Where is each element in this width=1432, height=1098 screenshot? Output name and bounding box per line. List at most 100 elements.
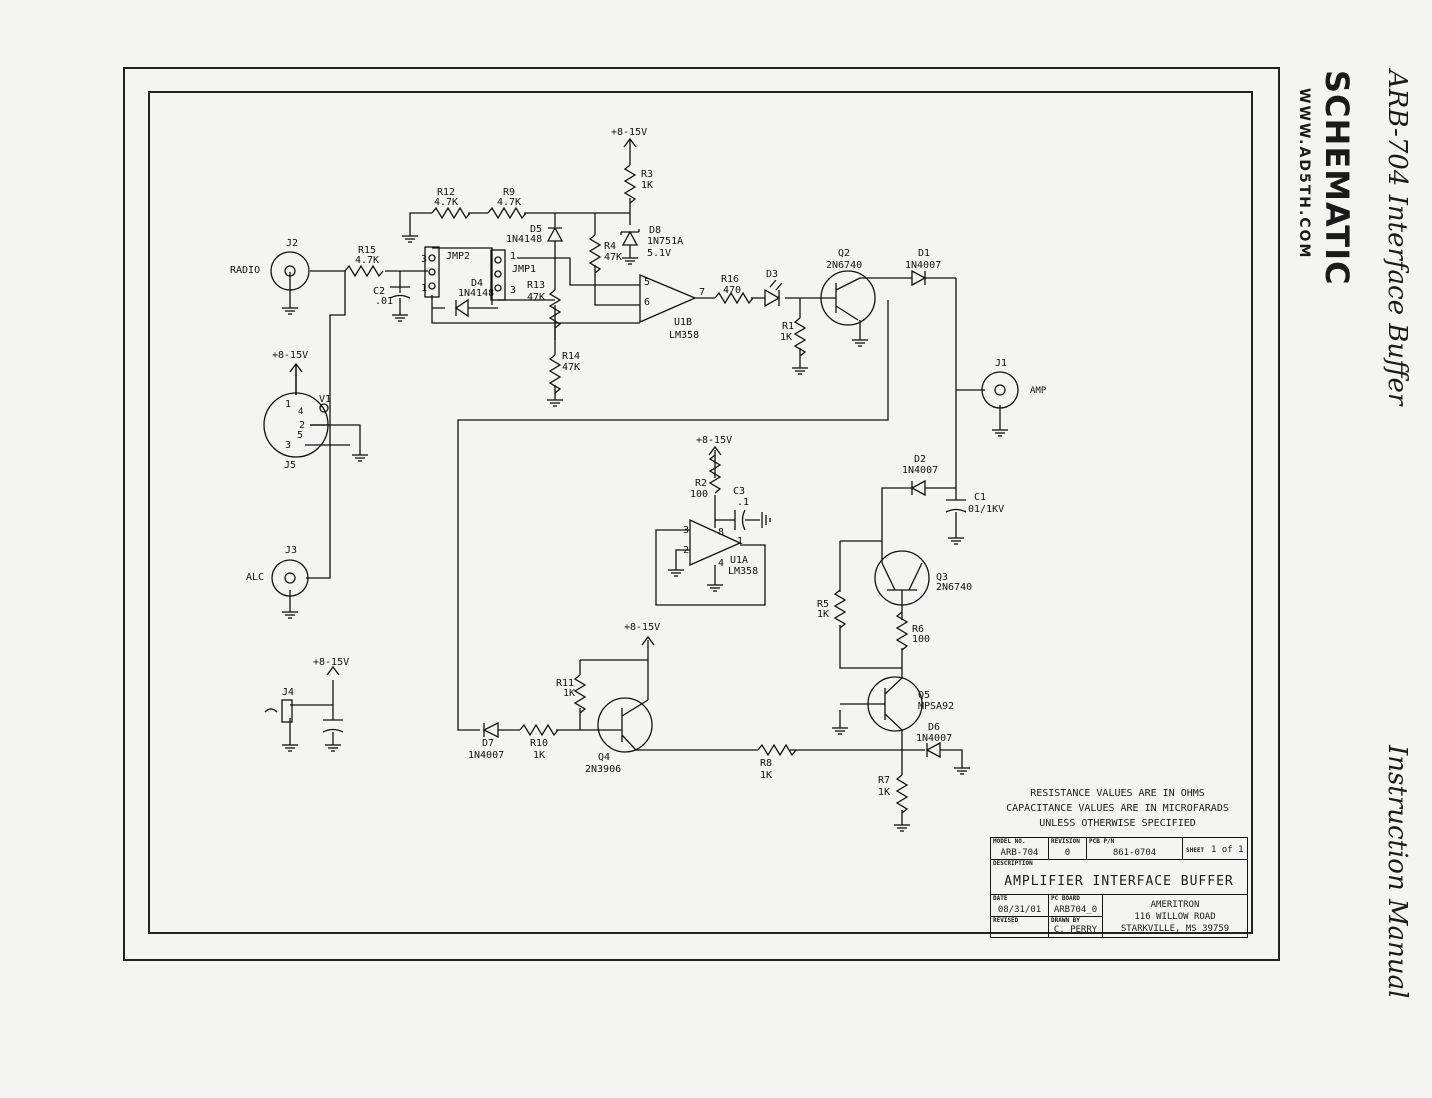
- c1-value: .01/1KV: [962, 504, 1004, 515]
- r15-value: 4.7K: [355, 255, 379, 266]
- c1-ref: C1: [974, 492, 986, 503]
- d3-led-icon: [764, 288, 781, 308]
- r7-value: 1K: [878, 787, 890, 798]
- d4-value: 1N4148: [458, 288, 494, 299]
- supply-label-j4: +8-15V: [313, 657, 349, 668]
- tb-pcboard-caption: PC BOARD: [1051, 895, 1080, 902]
- tb-date-cell: DATE 08/31/01: [991, 895, 1049, 917]
- j4-ref: J4: [282, 687, 294, 698]
- u1a-pin2: 2: [683, 545, 689, 556]
- u1b-pin7: 7: [699, 287, 705, 298]
- tb-drawn-by: C. PERRY: [1053, 925, 1098, 935]
- j1-ref: J1: [995, 358, 1007, 369]
- u1b-opamp-icon: [639, 274, 697, 323]
- q5-value: MPSA92: [918, 701, 954, 712]
- d5-value: 1N4148: [506, 234, 542, 245]
- u1b-pin5: 5: [644, 277, 650, 288]
- d6-value: 1N4007: [916, 733, 952, 744]
- r4-ref: R4: [604, 241, 616, 252]
- j4-jack-icon: [281, 699, 293, 723]
- q2-ref: Q2: [838, 248, 850, 259]
- r11-ref: R11: [556, 678, 574, 689]
- supply-label-q4: +8-15V: [624, 622, 660, 633]
- r2-value: 100: [690, 489, 708, 500]
- r16-value: 470: [723, 285, 741, 296]
- c2-ref: C2: [373, 286, 385, 297]
- r6-value: 100: [912, 634, 930, 645]
- tb-description-cell: DESCRIPTION AMPLIFIER INTERFACE BUFFER: [991, 860, 1247, 895]
- tb-model-cell: MODEL NO. ARB-704: [991, 838, 1049, 860]
- r14-ref: R14: [562, 351, 580, 362]
- component-labels: J2 RADIO J3 ALC J1 AMP J5 J4 V1 1 2 3 4 …: [230, 127, 1047, 798]
- tb-revision-caption: REVISION: [1051, 838, 1080, 845]
- j3-label: ALC: [246, 572, 264, 583]
- tb-pcb: 861-0704: [1112, 848, 1157, 858]
- jmp1-pin1: 1: [510, 251, 516, 262]
- r7-ref: R7: [878, 775, 890, 786]
- q3-ref: Q3: [936, 572, 948, 583]
- u1a-ref: U1A: [730, 555, 748, 566]
- u1a-value: LM358: [728, 566, 758, 577]
- tb-description-caption: DESCRIPTION: [993, 860, 1033, 867]
- c3-ref: C3: [733, 486, 745, 497]
- j2-connector-icon: [270, 251, 310, 291]
- tb-pcb-cell: PCB P/N 861-0704: [1087, 838, 1183, 860]
- q4-ref: Q4: [598, 752, 610, 763]
- v1-pin5: 5: [297, 430, 303, 441]
- tb-pcboard: ARB704_0: [1053, 905, 1098, 915]
- d8-value: 1N751A: [647, 236, 683, 247]
- r14-value: 47K: [562, 362, 580, 373]
- tb-revised-caption: REVISED: [993, 917, 1019, 924]
- tb-date-caption: DATE: [993, 895, 1008, 902]
- d8-voltage: 5.1V: [647, 248, 671, 259]
- u1b-ref: U1B: [674, 317, 692, 328]
- d7-ref: D7: [482, 738, 494, 749]
- jmp2-pin1: 1: [421, 283, 427, 294]
- q3-value: 2N6740: [936, 582, 972, 593]
- u1a-pin1: 1: [737, 536, 743, 547]
- notes-block: RESISTANCE VALUES ARE IN OHMS CAPACITANC…: [995, 786, 1240, 831]
- c3-value: .1: [737, 497, 749, 508]
- r3-ref: R3: [641, 169, 653, 180]
- v1-pin3: 3: [285, 440, 291, 451]
- r3-value: 1K: [641, 180, 653, 191]
- title-block: MODEL NO. ARB-704 REVISION 0 PCB P/N 861…: [990, 837, 1248, 938]
- sheet-inner-border: [148, 91, 1253, 934]
- r8-ref: R8: [760, 758, 772, 769]
- u1a-pin8: 8: [718, 527, 724, 538]
- jmp1-ref: JMP1: [512, 264, 536, 275]
- jmp2-ref: JMP2: [446, 251, 470, 262]
- j3-connector-icon: [271, 559, 309, 597]
- r5-value: 1K: [817, 609, 829, 620]
- sheet-outer-border: [123, 67, 1280, 961]
- r13-ref: R13: [527, 280, 545, 291]
- jmp2-jumper-icon: [424, 246, 440, 298]
- r4-value: 47K: [604, 252, 622, 263]
- u1b-pin6: 6: [644, 297, 650, 308]
- q2-transistor-icon: [820, 270, 876, 326]
- r13-value: 47K: [527, 292, 545, 303]
- u1a-pin3: 3: [683, 525, 689, 536]
- r12-ref: R12: [437, 187, 455, 198]
- wires: [289, 140, 1001, 825]
- v1-ref: V1: [319, 394, 331, 405]
- j1-connector-icon: [981, 371, 1019, 409]
- u1b-value: LM358: [669, 330, 699, 341]
- j2-label: RADIO: [230, 265, 260, 276]
- v1-pin4: 4: [298, 407, 303, 417]
- supply-label-r2: +8-15V: [696, 435, 732, 446]
- tb-model: ARB-704: [1000, 848, 1039, 858]
- r9-value: 4.7K: [497, 197, 521, 208]
- q2-value: 2N6740: [826, 260, 862, 271]
- d7-value: 1N4007: [468, 750, 504, 761]
- c2-value: .01: [375, 296, 393, 307]
- j5-ref: J5: [284, 460, 296, 471]
- r10-ref: R10: [530, 738, 548, 749]
- d1-ref: D1: [918, 248, 930, 259]
- note-capacitance: CAPACITANCE VALUES ARE IN MICROFARADS: [1006, 803, 1229, 814]
- r1-ref: R1: [782, 321, 794, 332]
- supply-label-r3: +8-15V: [611, 127, 647, 138]
- r9-ref: R9: [503, 187, 515, 198]
- u1a-opamp-icon: [689, 518, 742, 566]
